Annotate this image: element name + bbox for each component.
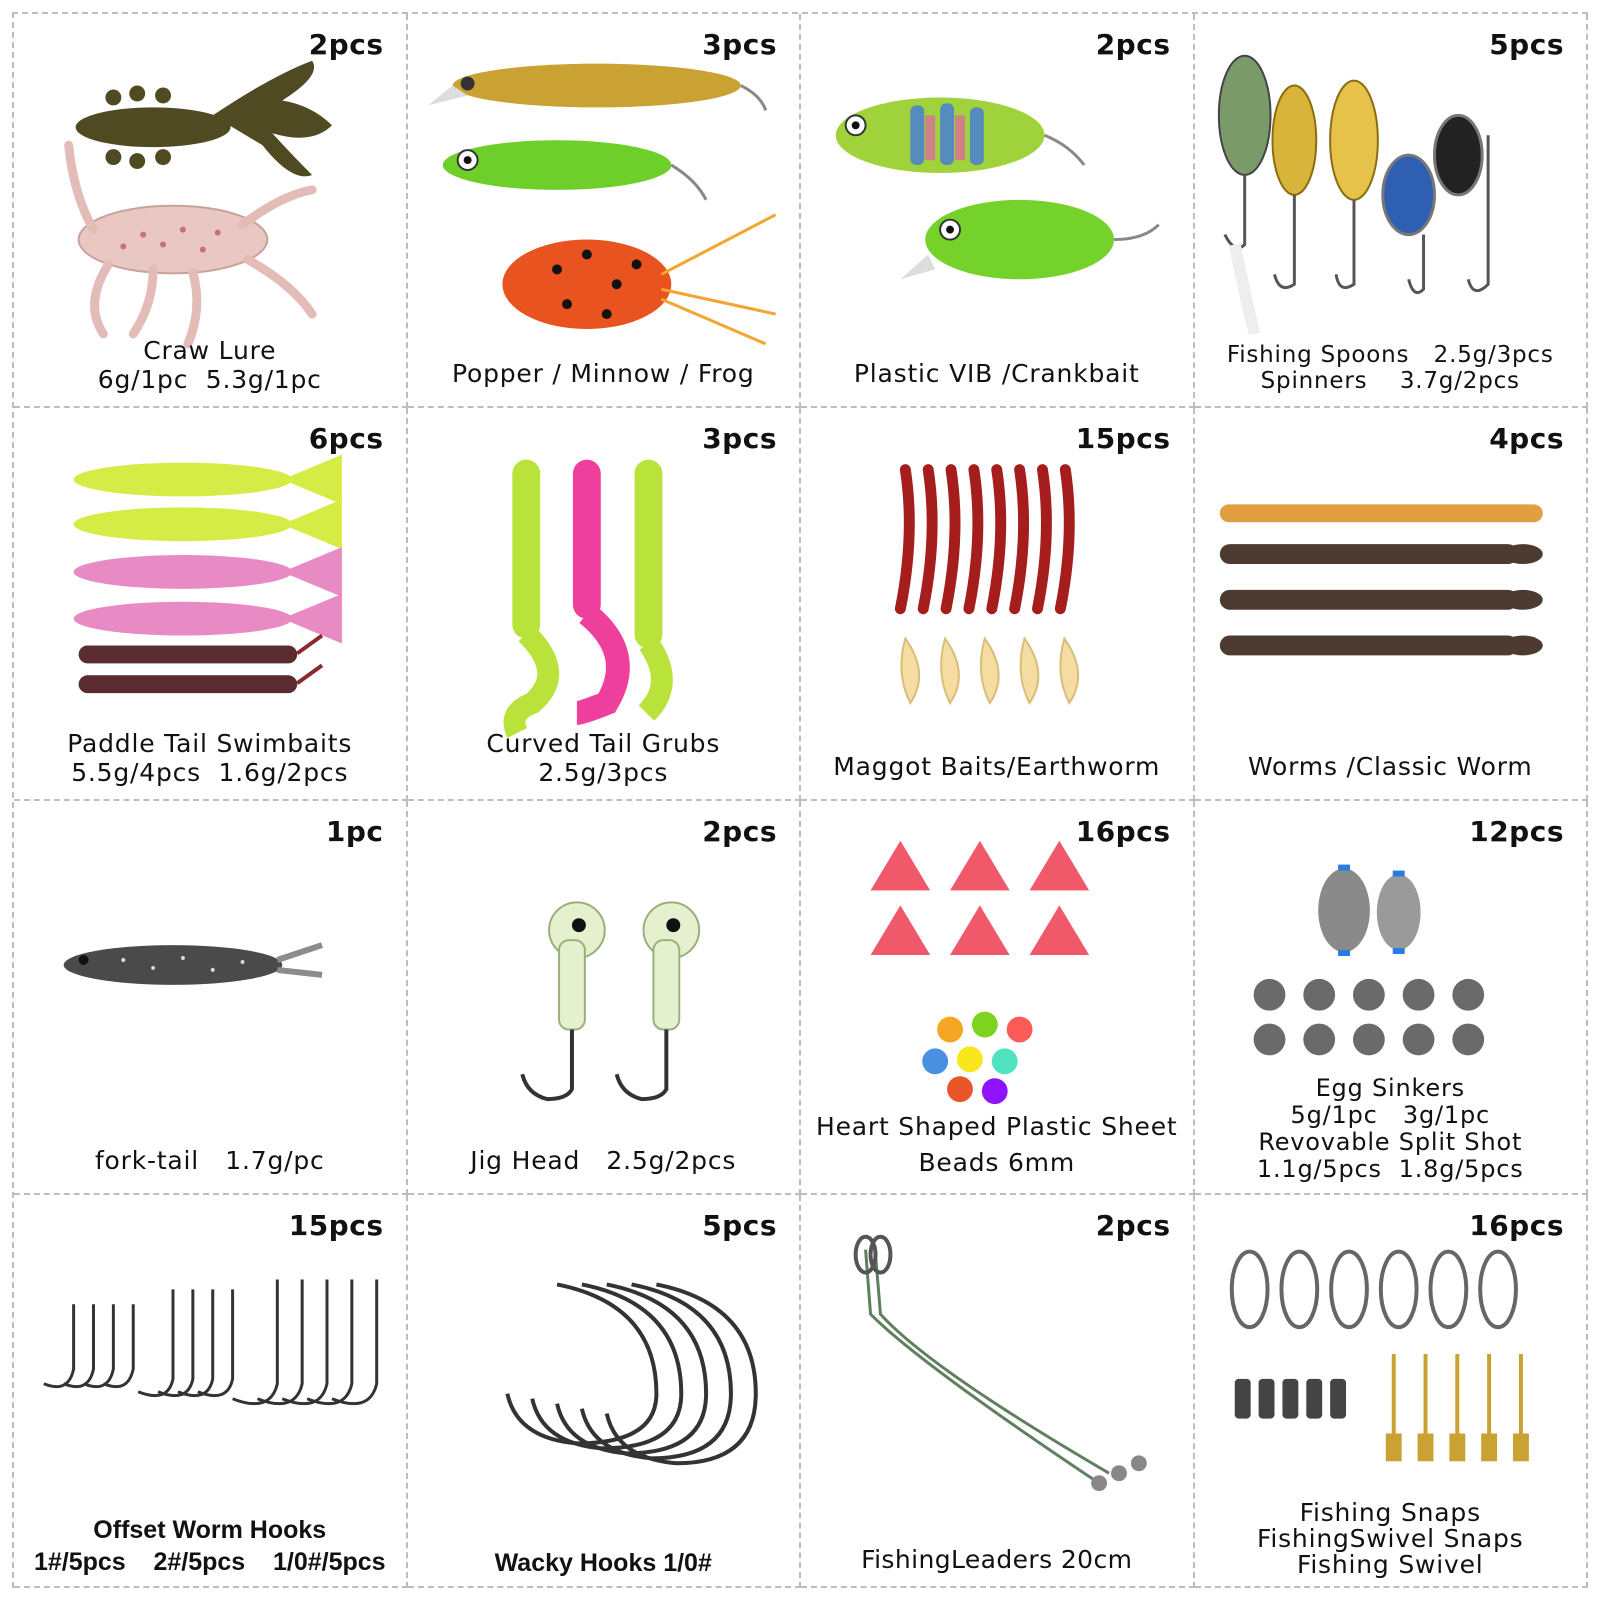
- item-label: Curved Tail Grubs 2.5g/3pcs: [408, 729, 800, 787]
- snaps-swivels-icon: [1229, 1249, 1529, 1461]
- item-fishing-leaders: 2pcs FishingLeaders 20cm: [801, 1194, 1195, 1588]
- item-label: FishingLeaders 20cm: [801, 1545, 1193, 1574]
- item-spec: 5g/1pc 3g/1pc: [1290, 1100, 1490, 1129]
- hearts-beads-icon: [870, 840, 1090, 1105]
- item-name: Paddle Tail Swimbaits: [67, 729, 353, 758]
- item-curved-tail-grubs: 3pcs Curved Tail Grubs 2.5g/3pcs: [407, 407, 801, 801]
- item-label: Jig Head 2.5g/2pcs: [408, 1146, 800, 1175]
- fork-tail-icon: [63, 942, 323, 985]
- item-jig-head: 2pcs Jig Head 2.5g/2pcs: [407, 801, 801, 1195]
- item-name: Popper / Minnow / Frog: [451, 358, 755, 388]
- item-label: Popper / Minnow / Frog: [408, 359, 800, 388]
- item-label: Craw Lure 6g/1pc 5.3g/1pc: [14, 336, 406, 394]
- item-popper-minnow-frog: 3pcs Popper / Minnow / Frog: [407, 14, 801, 408]
- popper-minnow-frog-icon: [427, 63, 776, 346]
- item-name-2: FishingSwivel Snaps: [1257, 1524, 1524, 1553]
- quantity-badge: 12pcs: [1469, 815, 1564, 848]
- item-wacky-hooks: 5pcs Wacky Hooks 1/0#: [407, 1194, 801, 1588]
- item-name: FishingLeaders 20cm: [861, 1545, 1133, 1574]
- quantity-badge: 3pcs: [702, 421, 777, 455]
- item-spec: 1#/5pcs 2#/5pcs 1/0#/5pcs: [33, 1548, 386, 1576]
- item-name: Jig Head 2.5g/2pcs: [470, 1145, 737, 1175]
- item-name: Offset Worm Hooks: [93, 1516, 327, 1544]
- swimbaits-icon: [73, 454, 342, 693]
- grubs-icon: [503, 459, 673, 738]
- item-craw-lure: 2pcs Craw Lure 6g/1pc 5.3g/1pc: [14, 14, 408, 408]
- quantity-badge: 5pcs: [1489, 28, 1564, 61]
- item-name: Craw Lure: [143, 335, 277, 365]
- item-spec: 2.5g/3pcs: [538, 758, 669, 787]
- jig-head-icon: [519, 901, 700, 1102]
- item-offset-worm-hooks: 15pcs Offset Worm Hooks 1#/5pcs 2#/5pcs …: [14, 1194, 408, 1588]
- wacky-hooks-icon: [504, 1281, 758, 1465]
- item-maggot-earthworm: 15pcs Maggot Baits/Earthworm: [801, 407, 1195, 801]
- quantity-badge: 16pcs: [1469, 1208, 1564, 1242]
- item-label: fork-tail 1.7g/pc: [14, 1146, 406, 1175]
- item-label: Egg Sinkers 5g/1pc 3g/1pc Revovable Spli…: [1195, 1073, 1587, 1183]
- quantity-badge: 1pc: [325, 815, 384, 848]
- item-crankbait: 2pcs Plastic VIB /Crankbait: [801, 14, 1195, 408]
- item-paddle-tail-swimbaits: 6pcs Paddle Tail Swimbaits 5.5g/4pcs 1.6…: [14, 407, 408, 801]
- item-name-2: Revovable Split Shot: [1258, 1127, 1523, 1156]
- item-label: Fishing Spoons 2.5g/3pcs Spinners 3.7g/2…: [1195, 342, 1587, 394]
- offset-hooks-icon: [43, 1278, 379, 1405]
- item-hearts-beads: 16pcs Heart Shaped Plastic Sheet Beads 6…: [801, 801, 1195, 1195]
- maggot-earthworm-icon: [894, 463, 1080, 705]
- quantity-badge: 16pcs: [1075, 815, 1171, 848]
- item-name-3: Fishing Swivel: [1296, 1550, 1484, 1579]
- item-spec: Spinners 3.7g/2pcs: [1260, 367, 1520, 394]
- item-spec: 6g/1pc 5.3g/1pc: [97, 364, 322, 394]
- quantity-badge: 6pcs: [308, 421, 384, 455]
- quantity-badge: 15pcs: [288, 1208, 384, 1242]
- item-snaps-swivels: 16pcs Fishing Snaps FishingSwivel Snaps …: [1194, 1194, 1588, 1588]
- item-label: Maggot Baits/Earthworm: [801, 752, 1193, 781]
- item-classic-worm: 4pcs Worms /Classic Worm: [1194, 407, 1588, 801]
- quantity-badge: 5pcs: [702, 1208, 777, 1242]
- craw-lure-icon: [64, 60, 332, 349]
- item-sinkers: 12pcs Egg Sinkers 5g/1pc 3g/1pc Revovabl…: [1194, 801, 1588, 1195]
- item-name: Fishing Spoons 2.5g/3pcs: [1226, 341, 1554, 368]
- crankbait-icon: [835, 97, 1160, 280]
- item-name: Worms /Classic Worm: [1248, 752, 1533, 781]
- item-label: Paddle Tail Swimbaits 5.5g/4pcs 1.6g/2pc…: [14, 729, 406, 787]
- item-name: Curved Tail Grubs: [486, 729, 721, 758]
- item-name: Maggot Baits/Earthworm: [833, 752, 1161, 781]
- item-spec: 5.5g/4pcs 1.6g/2pcs: [71, 758, 349, 787]
- quantity-badge: 2pcs: [1095, 28, 1171, 61]
- item-name: Plastic VIB /Crankbait: [853, 358, 1140, 388]
- item-spoons-spinners: 5pcs Fishing Spoons 2.5g/3pcs Spinners 3…: [1194, 14, 1588, 408]
- item-name: Wacky Hooks 1/0#: [494, 1549, 712, 1577]
- item-label: Wacky Hooks 1/0#: [408, 1549, 800, 1578]
- item-name: fork-tail 1.7g/pc: [94, 1145, 325, 1175]
- classic-worm-icon: [1219, 503, 1543, 655]
- quantity-badge: 4pcs: [1489, 421, 1564, 455]
- item-spec-2: 1.1g/5pcs 1.8g/5pcs: [1256, 1154, 1524, 1183]
- item-label: Plastic VIB /Crankbait: [801, 359, 1193, 388]
- item-fork-tail: 1pc fork-tail 1.7g/pc: [14, 801, 408, 1195]
- quantity-badge: 15pcs: [1075, 421, 1171, 455]
- quantity-badge: 2pcs: [1095, 1208, 1171, 1242]
- quantity-badge: 2pcs: [702, 815, 777, 848]
- item-name: Heart Shaped Plastic Sheet: [815, 1111, 1178, 1141]
- quantity-badge: 2pcs: [308, 28, 384, 61]
- item-name: Fishing Snaps: [1299, 1498, 1481, 1527]
- product-grid: 2pcs Craw Lure 6g/1pc 5.3g/1pc 3pcs Popp…: [12, 12, 1588, 1588]
- spoons-spinners-icon: [1217, 54, 1490, 336]
- item-label: Heart Shaped Plastic Sheet Beads 6mm: [801, 1109, 1193, 1181]
- item-label: Fishing Snaps FishingSwivel Snaps Fishin…: [1195, 1500, 1587, 1578]
- item-label: Offset Worm Hooks 1#/5pcs 2#/5pcs 1/0#/5…: [14, 1514, 406, 1578]
- item-label: Worms /Classic Worm: [1195, 752, 1587, 781]
- item-name: Egg Sinkers: [1315, 1073, 1465, 1102]
- item-spec: Beads 6mm: [918, 1147, 1075, 1177]
- quantity-badge: 3pcs: [702, 28, 777, 61]
- sinkers-icon: [1253, 864, 1484, 1056]
- leaders-icon: [853, 1234, 1147, 1491]
